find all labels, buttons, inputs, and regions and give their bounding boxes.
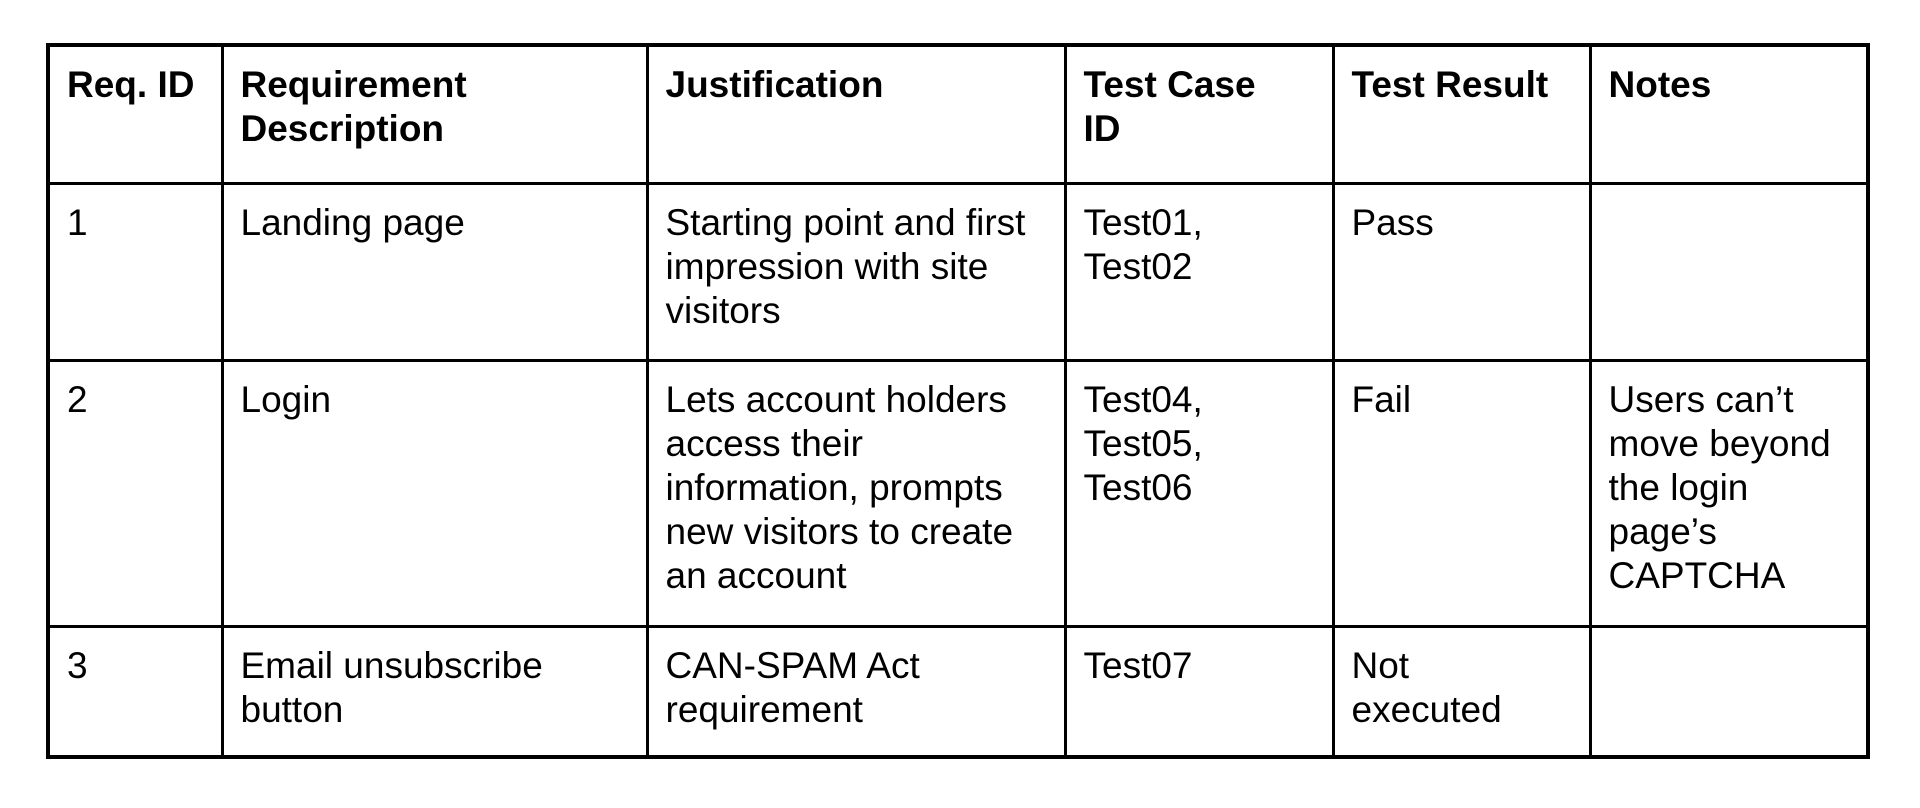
table-row: 2 Login Lets account holders access thei… [46,358,1870,628]
table-row: 3 Email unsubscribe button CAN-SPAM Act … [46,624,1870,759]
column-header-req-id: Req. ID [46,43,224,185]
cell-notes [1588,624,1870,759]
column-header-test-result: Test Result [1331,43,1592,185]
cell-justification: Lets account holders access their inform… [645,358,1067,628]
cell-justification: Starting point and first impression with… [645,181,1067,362]
cell-req-id: 1 [46,181,224,362]
column-header-notes: Notes [1588,43,1870,185]
table-header-row: Req. ID Requirement Description Justific… [46,43,1870,185]
cell-test-case-id: Test01, Test02 [1063,181,1335,362]
column-header-requirement-description: Requirement Description [220,43,649,185]
cell-test-result: Not executed [1331,624,1592,759]
column-header-justification: Justification [645,43,1067,185]
table-row: 1 Landing page Starting point and first … [46,181,1870,362]
cell-test-result: Pass [1331,181,1592,362]
cell-requirement-description: Login [220,358,649,628]
cell-test-case-id: Test04, Test05, Test06 [1063,358,1335,628]
cell-notes: Users can’t move beyond the login page’s… [1588,358,1870,628]
cell-test-case-id: Test07 [1063,624,1335,759]
cell-requirement-description: Email unsubscribe button [220,624,649,759]
cell-req-id: 3 [46,624,224,759]
cell-req-id: 2 [46,358,224,628]
cell-requirement-description: Landing page [220,181,649,362]
column-header-test-case-id: Test Case ID [1063,43,1335,185]
requirements-traceability-table: Req. ID Requirement Description Justific… [46,43,1870,759]
cell-test-result: Fail [1331,358,1592,628]
cell-notes [1588,181,1870,362]
cell-justification: CAN-SPAM Act requirement [645,624,1067,759]
